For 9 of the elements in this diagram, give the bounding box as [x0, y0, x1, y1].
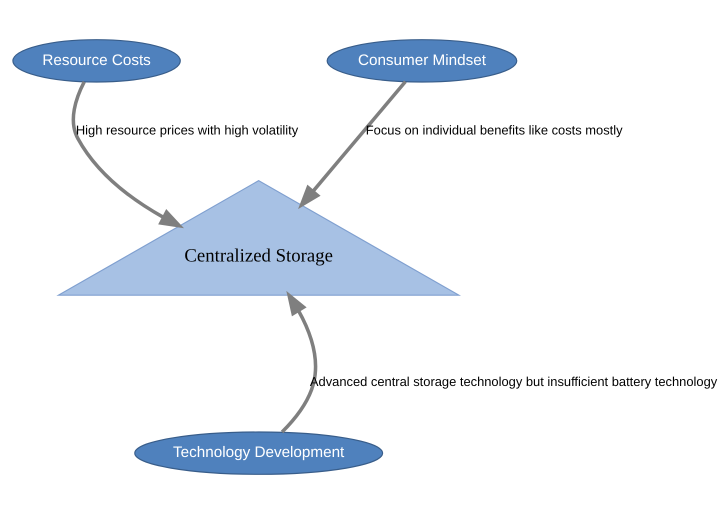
arrow	[280, 290, 318, 434]
node-ellipse: Resource Costs	[12, 39, 181, 83]
node-ellipse: Consumer Mindset	[326, 39, 518, 83]
edge-label: Advanced central storage technology but insufficient battery technology	[310, 374, 718, 389]
node-ellipse: Technology Development	[134, 431, 384, 475]
edge-label: High resource prices with high volatility	[76, 122, 298, 138]
arrow	[298, 80, 407, 210]
arrow	[72, 81, 184, 228]
edge-label: Focus on individual benefits like costs mostly	[366, 122, 623, 138]
